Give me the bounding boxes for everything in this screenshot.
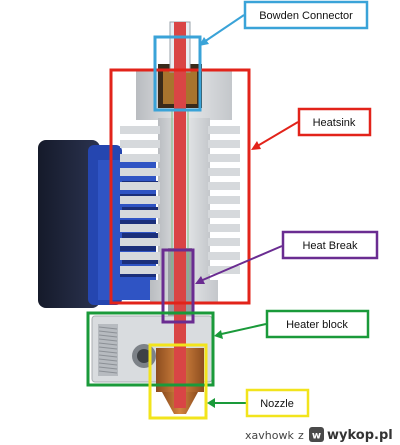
- heatsink-fin-left: [120, 224, 160, 232]
- label-heat-break: Heat Break: [281, 230, 379, 260]
- label-heater-block-text: Heater block: [286, 319, 348, 331]
- heater-thread-line: [98, 346, 118, 350]
- heatsink-fin-left: [120, 126, 160, 134]
- watermark: xavhowk z w wykop.pl: [245, 427, 393, 443]
- heat-break-highlight-box: [161, 248, 195, 324]
- label-heatsink-text: Heatsink: [313, 117, 356, 129]
- heatsink-leader: [253, 121, 299, 149]
- heatsink-fin-right: [208, 252, 240, 260]
- heater-thread-line: [98, 338, 118, 342]
- label-bowden-connector: Bowden Connector: [243, 0, 369, 30]
- wykop-logo-glyph: w: [312, 431, 321, 442]
- label-heatsink: Heatsink: [297, 107, 372, 137]
- heatsink-fin-left: [120, 266, 160, 274]
- heater-thread-lines: [98, 326, 118, 374]
- nozzle-highlight-box: [148, 343, 208, 420]
- heatsink-fin-left: [120, 238, 160, 246]
- heater-thread-line: [98, 334, 118, 338]
- heatsink-fin-right: [208, 210, 240, 218]
- filament-path: [174, 22, 186, 408]
- heatsink-fin-left: [120, 182, 160, 190]
- heatsink-fin-right: [208, 154, 240, 162]
- heatsink-fin-right: [208, 168, 240, 176]
- heater-thread-line: [98, 358, 118, 362]
- fan-shroud-slot: [120, 246, 156, 251]
- heatsink-highlight-box: [109, 68, 251, 305]
- heatsink-fins: [120, 126, 240, 274]
- bowden-highlight-box: [153, 35, 202, 112]
- label-nozzle-text: Nozzle: [260, 398, 294, 410]
- heatsink-fin-right: [208, 126, 240, 134]
- label-heater-block: Heater block: [265, 309, 370, 339]
- label-heat-break-text: Heat Break: [302, 240, 358, 252]
- heatsink-fin-left: [120, 168, 160, 176]
- heater-thread-line: [98, 326, 118, 330]
- heatsink-fin-left: [120, 196, 160, 204]
- fan-housing: [38, 140, 100, 308]
- label-bowden-connector-text: Bowden Connector: [259, 10, 353, 22]
- heater-cartridge-hole-inner: [137, 349, 151, 363]
- heatsink-fin-left: [120, 140, 160, 148]
- heatsink-fin-right: [208, 238, 240, 246]
- heatsink-fin-right: [208, 224, 240, 232]
- heater-thread-line: [98, 342, 118, 346]
- heatsink-fin-right: [208, 140, 240, 148]
- bowden-leader: [200, 14, 245, 45]
- heater-thread-line: [98, 350, 118, 354]
- heater-thread-line: [98, 354, 118, 358]
- heater-thread-line: [98, 370, 118, 374]
- heatsink-fin-left: [120, 210, 160, 218]
- heater-block-arrowhead: [214, 330, 223, 339]
- heatsink-fin-right: [208, 182, 240, 190]
- wykop-logo-icon: [309, 427, 324, 442]
- fan-shroud-slot: [120, 272, 156, 277]
- watermark-site: wykop.pl: [327, 428, 393, 443]
- heatsink-fin-left: [120, 252, 160, 260]
- fan-shroud-slot: [122, 233, 158, 238]
- heater-block-leader: [216, 323, 267, 336]
- fan-shroud-slot: [122, 259, 158, 264]
- heat-break-leader: [197, 245, 283, 283]
- heatsink-fin-left: [120, 154, 160, 162]
- fan-shroud-slot: [122, 207, 158, 212]
- fan-shroud-slot: [120, 220, 156, 225]
- heater-thread-line: [98, 330, 118, 334]
- heat-break-arrowhead: [195, 276, 205, 284]
- watermark-separator: z: [298, 429, 304, 442]
- heater-thread-line: [98, 366, 118, 370]
- bowden-arrowhead: [199, 37, 209, 46]
- heatsink-fin-right: [208, 196, 240, 204]
- heatsink-arrowhead: [251, 141, 261, 150]
- heater-thread-line: [98, 362, 118, 366]
- label-nozzle: Nozzle: [245, 388, 310, 418]
- watermark-user: xavhowk: [245, 429, 294, 442]
- nozzle-arrowhead: [207, 398, 215, 408]
